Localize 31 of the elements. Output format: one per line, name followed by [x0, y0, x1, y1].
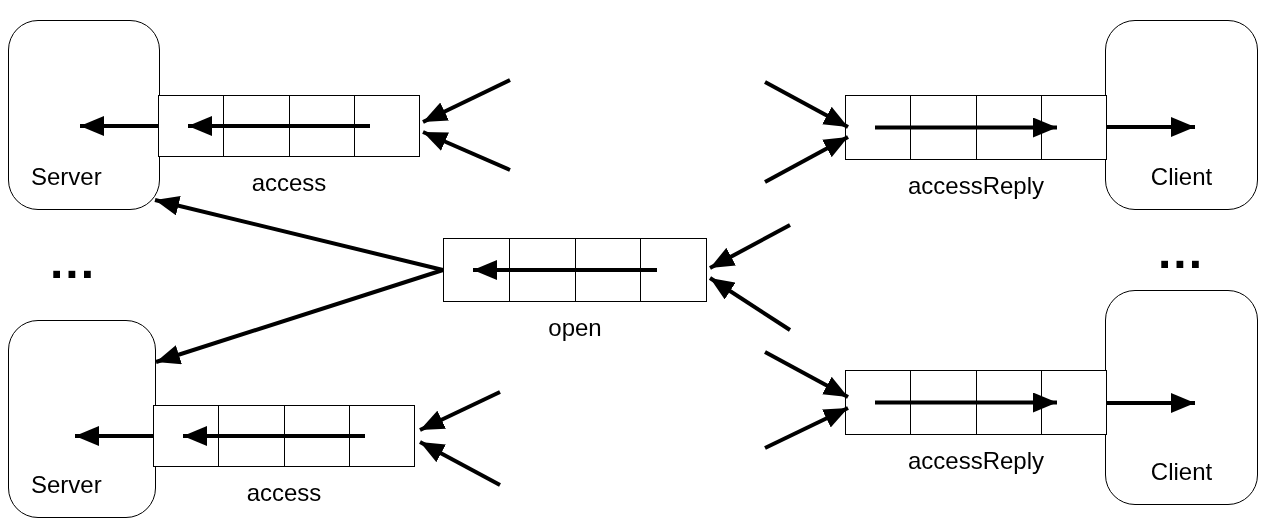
- ellipsis: ...: [50, 238, 96, 286]
- queue-label: access: [246, 481, 322, 505]
- arrow: [1107, 117, 1195, 137]
- arrow: [80, 116, 158, 136]
- arrow: [419, 440, 501, 487]
- arrow: [764, 406, 849, 450]
- process-box: [8, 20, 160, 210]
- arrow: [709, 223, 791, 270]
- arrow: [75, 426, 153, 446]
- arrow: [422, 78, 511, 124]
- queue-label: accessReply: [907, 449, 1045, 473]
- process-label: Server: [31, 473, 102, 497]
- arrow: [708, 276, 792, 332]
- arrow: [154, 195, 444, 272]
- ellipsis: ...: [1158, 228, 1204, 276]
- process-label: Client: [1149, 460, 1214, 484]
- process-label: Server: [31, 165, 102, 189]
- queue-label: access: [251, 171, 327, 195]
- queue-label: accessReply: [907, 174, 1045, 198]
- arrow: [422, 130, 511, 172]
- queue-label: open: [548, 316, 602, 340]
- arrow: [419, 390, 501, 432]
- arrow: [764, 135, 849, 184]
- process-box: [8, 320, 156, 518]
- arrow: [764, 350, 849, 399]
- arrow: [764, 80, 849, 129]
- process-box: [1105, 20, 1258, 210]
- arrow: [155, 268, 444, 365]
- process-box: [1105, 290, 1258, 505]
- arrow: [1107, 393, 1195, 413]
- process-label: Client: [1149, 165, 1214, 189]
